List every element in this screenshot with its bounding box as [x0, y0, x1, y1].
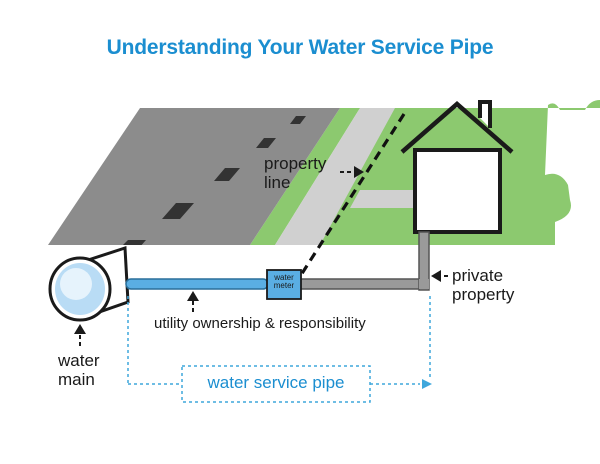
private-property-label-1: private — [452, 266, 504, 285]
property-line-label: property line — [264, 154, 326, 192]
water-main-label: water main — [58, 351, 100, 389]
water-meter-label-2: meter — [273, 281, 295, 290]
water-meter-label: water meter — [267, 274, 301, 290]
water-meter-icon — [266, 269, 302, 300]
water-main-pipe-icon — [48, 245, 130, 322]
private-property-label-2: property — [452, 285, 515, 305]
service-pipe-bracket — [127, 296, 431, 403]
page-title: Understanding Your Water Service Pipe — [106, 36, 494, 59]
bracket-arrowhead — [422, 379, 432, 389]
private-property-label: private property — [452, 266, 514, 304]
lawn-strip — [250, 108, 360, 245]
water-main-label-1: water — [58, 351, 100, 370]
callout-arrows — [74, 166, 448, 346]
utility-pipe — [125, 278, 269, 290]
house-icon — [400, 100, 514, 234]
house-walkway — [350, 190, 415, 208]
sidewalk — [275, 108, 395, 245]
utility-ownership-label: utility ownership & responsibility — [154, 315, 366, 332]
water-service-pipe-label: water service pipe — [207, 373, 345, 392]
house-drop-pipe — [418, 231, 430, 291]
water-main-label-2: main — [58, 370, 95, 390]
private-pipe — [299, 278, 420, 290]
property-line — [283, 113, 406, 301]
property-line-label-2: line — [264, 173, 291, 193]
property-line-label-1: property — [264, 154, 327, 173]
water-meter-label-1: water — [274, 273, 294, 282]
